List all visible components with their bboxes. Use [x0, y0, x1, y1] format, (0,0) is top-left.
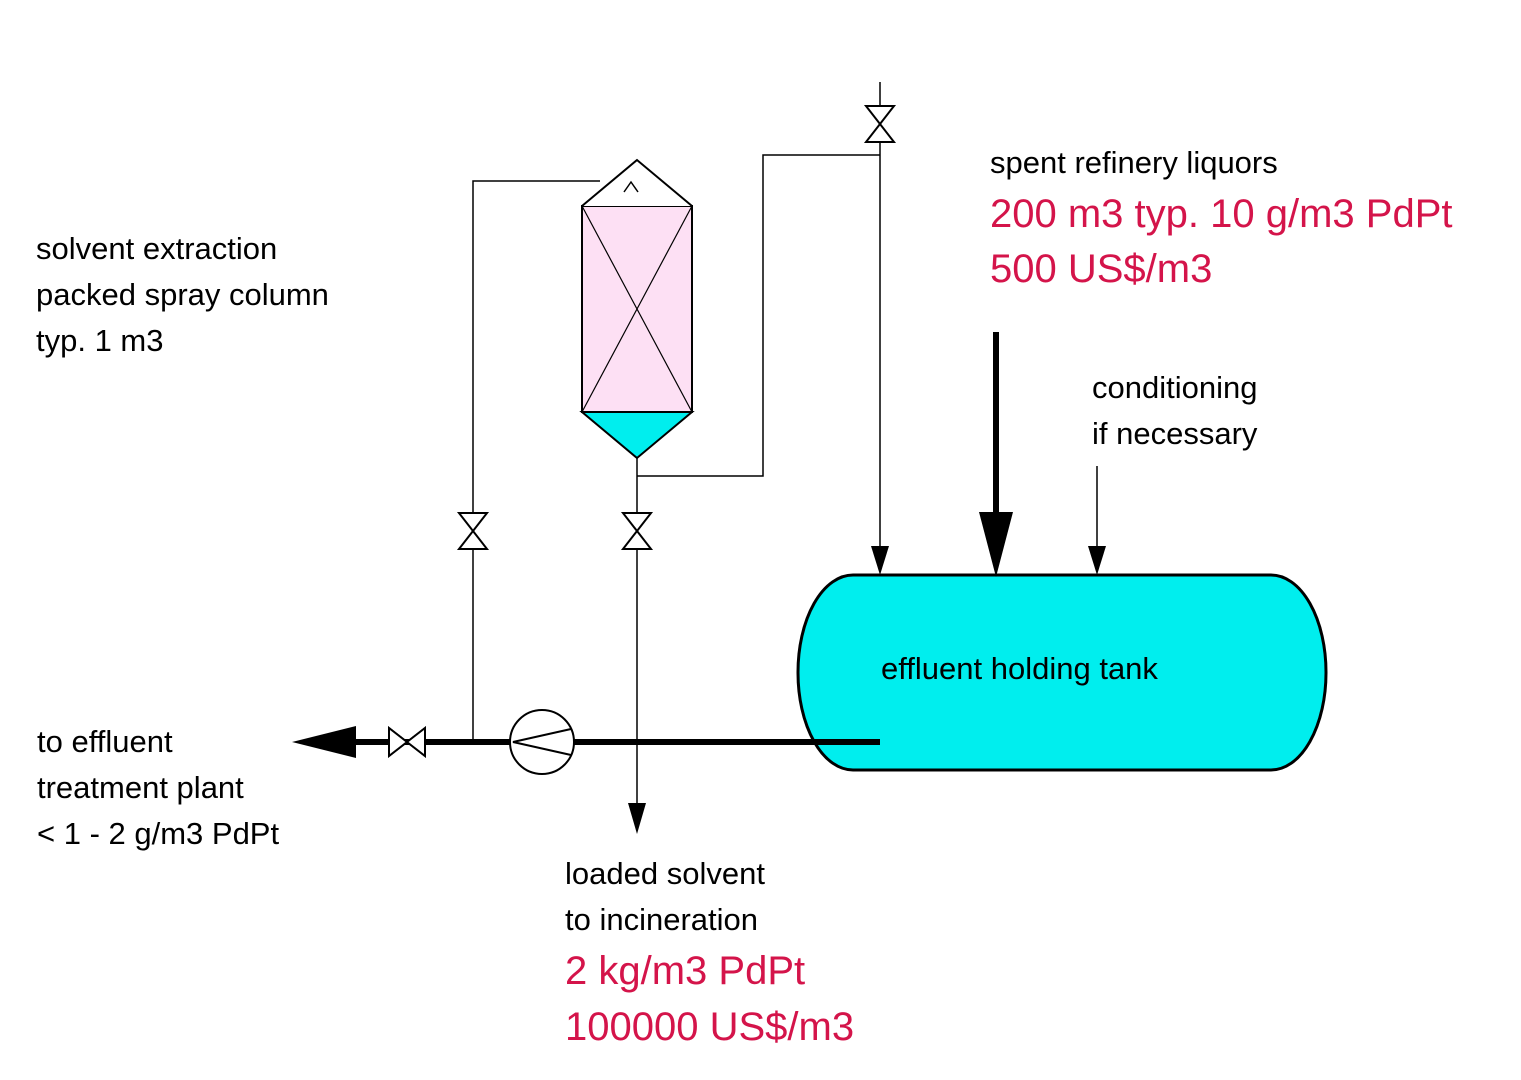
- arrowheads: [628, 546, 1106, 834]
- valve-icon: [620, 512, 654, 550]
- arrow-left-icon: [292, 726, 356, 758]
- spray-nozzle-icon: [623, 180, 639, 193]
- solvent-out-label: loaded solvent to incineration: [565, 851, 765, 943]
- valve-icon: [863, 105, 897, 143]
- column-packing-cross: [581, 205, 693, 413]
- conditioning-label-line: if necessary: [1092, 416, 1258, 451]
- valve-icon: [388, 725, 426, 759]
- discharge-pipe: [292, 725, 880, 759]
- column-label-line: typ. 1 m3: [36, 323, 164, 358]
- solvent-out-label-line: to incineration: [565, 902, 759, 937]
- column-label: solvent extraction packed spray column t…: [36, 226, 329, 364]
- conditioning-label-line: conditioning: [1092, 370, 1258, 405]
- extraction-column: [579, 158, 695, 460]
- feed-title: spent refinery liquors: [990, 145, 1278, 180]
- bottom-return-pipe: [637, 154, 880, 477]
- solvent-price: 100000 US$/m3: [565, 1005, 855, 1049]
- feed-volume: 200 m3 typ. 10 g/m3 PdPt: [990, 192, 1453, 236]
- conditioning-label: conditioning if necessary: [1092, 365, 1257, 457]
- effluent-label-line: treatment plant: [37, 770, 244, 805]
- tank-label: effluent holding tank: [881, 651, 1158, 686]
- column-label-line: solvent extraction: [36, 231, 278, 266]
- column-top-cone: [581, 158, 693, 207]
- solvent-concentration: 2 kg/m3 PdPt: [565, 949, 806, 993]
- column-feed-pipe: [472, 180, 600, 742]
- feed-price: 500 US$/m3: [990, 247, 1213, 291]
- pump-icon: [509, 709, 575, 775]
- arrow-down-icon: [871, 546, 889, 575]
- effluent-label-line: to effluent: [37, 724, 173, 759]
- arrow-down-icon: [979, 512, 1013, 577]
- solvent-out-label-line: loaded solvent: [565, 856, 765, 891]
- effluent-label: to effluent treatment plant < 1 - 2 g/m3…: [37, 719, 279, 857]
- feed-pipe: [979, 332, 1013, 577]
- valve-icon: [456, 512, 490, 550]
- arrow-down-icon: [628, 803, 646, 834]
- effluent-holding-tank: [796, 573, 1328, 772]
- column-bottom-cone: [579, 411, 695, 460]
- arrow-down-icon: [1088, 546, 1106, 575]
- effluent-label-line: < 1 - 2 g/m3 PdPt: [37, 816, 280, 851]
- column-label-line: packed spray column: [36, 277, 329, 312]
